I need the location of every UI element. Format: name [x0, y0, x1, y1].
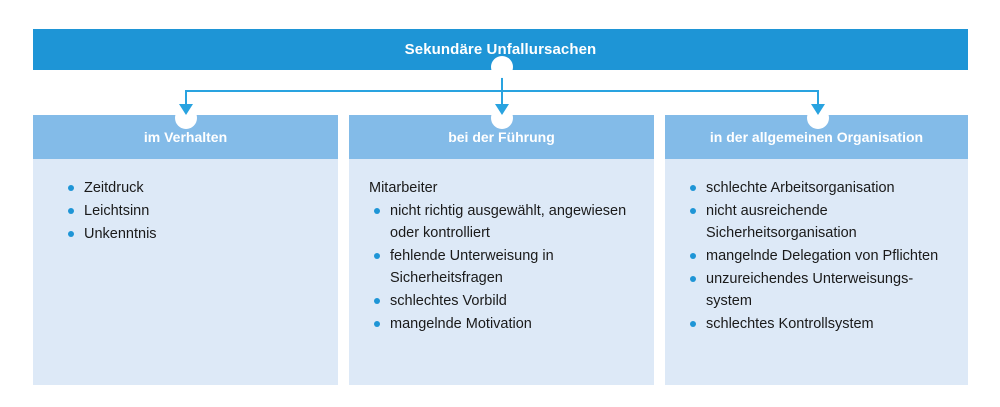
root-connector-notch [491, 56, 513, 78]
column-2-intro-label: Mitarbeiter [369, 180, 438, 196]
column-2-header-label: bei der Führung [448, 129, 555, 145]
list-item-label: unzureichendes Unterweisungs-system [706, 271, 914, 309]
list-item: mangelnde Delegation von Pflichten [679, 245, 954, 267]
list-item: Unkenntnis [47, 223, 324, 245]
list-item-label: fehlende Unterweisung in Sicherheitsfrag… [390, 248, 554, 286]
list-item: fehlende Unterweisung in Sicherheitsfrag… [363, 245, 640, 289]
column-1-body: Zeitdruck Leichtsinn Unkenntnis [33, 159, 338, 385]
list-item-label: schlechte Arbeitsorganisation [706, 180, 895, 196]
root-node-title: Sekundäre Unfallursachen [404, 41, 597, 58]
bullet-icon [374, 253, 380, 259]
column-3-header-label: in der allgemeinen Organisation [709, 129, 924, 145]
list-item-label: mangelnde Delegation von Pflichten [706, 248, 939, 264]
bullet-icon [68, 208, 74, 214]
connector-vertical-center [501, 62, 503, 110]
list-item-label: Zeitdruck [84, 180, 144, 196]
list-item: nicht ausreichende Sicherheitsorganisati… [679, 200, 954, 244]
bullet-icon [690, 208, 696, 214]
column-leadership: bei der Führung Mitarbeiter nicht richti… [349, 115, 654, 385]
list-item-label: Leichtsinn [84, 203, 150, 219]
arrow-down-icon-center [495, 104, 509, 115]
list-item: Leichtsinn [47, 200, 324, 222]
list-item: schlechtes Vorbild [363, 290, 640, 312]
connector-vertical-right [817, 90, 819, 110]
list-item: nicht richtig ausgewählt, angewiesen ode… [363, 200, 640, 244]
column-3-body: schlechte Arbeitsorganisation nicht ausr… [665, 159, 968, 385]
arrow-down-icon-right [811, 104, 825, 115]
list-item-label: nicht ausreichende Sicherheitsorganisati… [706, 203, 857, 241]
list-item-label: schlechtes Vorbild [390, 293, 507, 309]
column-1-header-label: im Verhalten [143, 129, 228, 145]
list-item: unzureichendes Unterweisungs-system [679, 268, 954, 312]
bullet-icon [374, 321, 380, 327]
list-item-label: schlechtes Kontrollsystem [706, 316, 874, 332]
list-item-label: mangelnde Motivation [390, 316, 532, 332]
bullet-icon [68, 231, 74, 237]
column-2-body: Mitarbeiter nicht richtig ausgewählt, an… [349, 159, 654, 385]
bullet-icon [374, 298, 380, 304]
bullet-icon [68, 185, 74, 191]
arrow-down-icon-left [179, 104, 193, 115]
list-item-label: Unkenntnis [84, 226, 157, 242]
list-item: Zeitdruck [47, 177, 324, 199]
column-organisation: in der allgemeinen Organisation schlecht… [665, 115, 968, 385]
column-behaviour: im Verhalten Zeitdruck Leichtsinn Unkenn… [33, 115, 338, 385]
column-1-list: Zeitdruck Leichtsinn Unkenntnis [47, 177, 324, 245]
bullet-icon [690, 321, 696, 327]
bullet-icon [374, 208, 380, 214]
list-item: schlechtes Kontrollsystem [679, 313, 954, 335]
list-item-label: nicht richtig ausgewählt, angewiesen ode… [390, 203, 627, 241]
list-item: mangelnde Motivation [363, 313, 640, 335]
connector-horizontal [186, 90, 819, 92]
column-2-list: nicht richtig ausgewählt, angewiesen ode… [363, 200, 640, 335]
bullet-icon [690, 276, 696, 282]
bullet-icon [690, 185, 696, 191]
column-3-list: schlechte Arbeitsorganisation nicht ausr… [679, 177, 954, 335]
connector-vertical-left [185, 90, 187, 110]
bullet-icon [690, 253, 696, 259]
list-item: schlechte Arbeitsorganisation [679, 177, 954, 199]
